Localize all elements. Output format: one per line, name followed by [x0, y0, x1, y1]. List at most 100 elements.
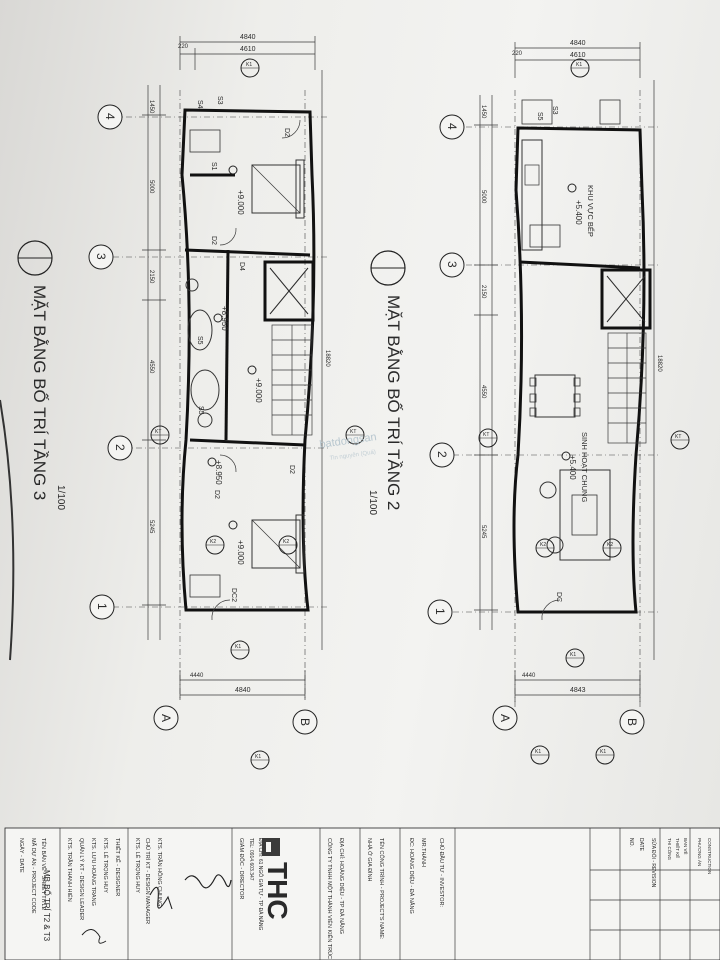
grid-bubble-a-f2: A [492, 705, 518, 731]
grid-bubble-3-f3: 3 [88, 244, 114, 270]
svg-text:B: B [625, 718, 639, 726]
section-tag: KT [670, 430, 690, 450]
tb-chief-name: KTS. LÊ TRỌNG HUY [134, 838, 142, 893]
dim-side-c-f3: 2150 [148, 270, 154, 284]
room-dc2: DC2 [230, 588, 237, 602]
room-d2d: D2 [288, 465, 295, 474]
label-kitchen-f2: KHU VỰC BẾP [586, 185, 596, 237]
floor2-plan: 1450 5000 2150 4550 5245 18820 [440, 80, 662, 710]
svg-text:1: 1 [433, 608, 447, 615]
dim-left-top-f2: 220 [512, 51, 523, 57]
svg-text:2: 2 [435, 451, 449, 458]
tb-company-full: CÔNG TY TNHH MỘT THÀNH VIÊN KIẾN TRÚC [326, 838, 334, 959]
svg-text:4: 4 [103, 113, 117, 120]
tb-stage-1: THIẾT KẾ [675, 838, 681, 858]
grid-bubble-3-f2: 3 [439, 252, 465, 278]
svg-text:3: 3 [94, 253, 108, 260]
tb-drafter1: KTS. LƯU HOÀNG TRANG [90, 838, 97, 906]
tb-stage-3: PHƯƠNG ÁN [697, 838, 703, 866]
grid-bubble-2-f3: 2 [107, 435, 133, 461]
title-block: NGÀY - DATE MÃ DỰ ÁN - PROJECT CODE TÊN … [4, 827, 720, 960]
dim-side-a-f2: 1450 [480, 105, 486, 119]
svg-text:K1: K1 [255, 754, 261, 760]
room-s5-f2: S5 [536, 112, 543, 121]
room-d2b: D2 [210, 236, 217, 245]
tb-sheet-label: TÊN BẢN VẼ - SHEET TITLE [40, 838, 48, 911]
dim-bottom-overall-f3: 4840 [235, 687, 251, 694]
svg-text:B: B [298, 718, 312, 726]
tb-director-label: GIÁM ĐỐC - DIRECTOR [238, 838, 245, 899]
dim-side-d-f2: 4550 [480, 385, 486, 399]
bottom-dimension-floor2: 4440 4843 [514, 670, 641, 702]
room-d2a: D2 [283, 128, 290, 137]
grid-bubble-1-f3: 1 [89, 594, 115, 620]
svg-text:K1: K1 [235, 644, 241, 650]
dim-inner-top-f2: 4610 [570, 52, 586, 59]
grid-bubble-b-f2: B [619, 709, 645, 735]
section-tag: K1 [250, 750, 270, 770]
tb-stage-2: BAN VẼ [683, 838, 689, 855]
floor3-plan: 1450 5000 2150 4550 5245 18820 [100, 70, 330, 700]
dim-inner-top-f3: 4610 [240, 46, 256, 53]
floor3-title-block: MẶT BẰNG BỐ TRÍ TẦNG 3 1/100 [17, 240, 66, 510]
section-tag: K2 [535, 538, 555, 558]
svg-text:3: 3 [445, 261, 459, 268]
tb-stage-0: THI CÔNG [667, 838, 673, 860]
svg-text:KT: KT [483, 432, 489, 438]
company-logo: THC [262, 838, 293, 920]
tb-drafter2: KTS. TRẦN THANH HIỂN [66, 838, 73, 902]
grid-bubble-4-f2: 4 [439, 114, 465, 140]
floor3-title: MẶT BẰNG BỐ TRÍ TẦNG 3 [30, 285, 50, 500]
svg-text:A: A [498, 714, 512, 722]
section-tag: K1 [565, 648, 585, 668]
top-dimension-floor3: 4840 4610 220 [178, 34, 316, 70]
logo-text: THC [262, 862, 293, 920]
tb-investor-label: CHỦ ĐẦU TƯ - INVESTOR: [438, 838, 445, 907]
grid-bubble-b-f3: B [292, 709, 318, 735]
tb-date-label: NGÀY - DATE [18, 838, 25, 873]
bottom-dimension-floor3: 4440 4840 [179, 670, 306, 700]
tb-sheet-title: MB BỐ TRÍ T2 & T3 [42, 870, 52, 942]
tb-rev-no: NO. [628, 838, 634, 847]
tb-designer-name: KTS. LÊ TRỌNG HUY [102, 838, 110, 893]
dim-overall-top-f3: 4840 [240, 34, 256, 41]
section-tag: K1 [570, 58, 590, 78]
section-tag: KT [150, 425, 170, 445]
dim-side-b-f2: 5000 [480, 190, 486, 204]
dim-side-e-f2: 5245 [480, 525, 486, 539]
room-d4: D4 [238, 262, 245, 271]
watermark: batdongsan [319, 431, 378, 451]
dim-bottom-overall-f2: 4843 [570, 687, 586, 694]
section-tag: K2 [278, 535, 298, 555]
svg-text:K2: K2 [540, 542, 546, 548]
dim-bottom-a-f3: 4440 [190, 673, 204, 679]
tb-phone: TEL: 0914.603.347 [248, 838, 254, 881]
top-dimension-floor2: 4840 4610 220 [512, 40, 641, 78]
room-s5a: S5 [196, 336, 203, 345]
svg-text:K1: K1 [576, 62, 582, 68]
label-living-f2: SINH HOẠT CHUNG [580, 432, 589, 502]
room-dc-f2: DC [555, 592, 562, 602]
dim-side-c-f2: 2150 [480, 285, 486, 299]
floor2-scale: 1/100 [367, 490, 378, 515]
svg-text:K1: K1 [535, 749, 541, 755]
dim-side-b-f3: 5000 [148, 180, 154, 194]
svg-text:KT: KT [155, 429, 161, 435]
section-tag: KT [478, 428, 498, 448]
grid-bubble-4-f3: 4 [97, 104, 123, 130]
level-kitchen-f2: +5.400 [574, 200, 583, 225]
tb-code-label: MÃ DỰ ÁN - PROJECT CODE [30, 838, 37, 914]
svg-text:A: A [159, 714, 173, 722]
dim-side-d-f3: 4550 [148, 360, 154, 374]
level-living-f2: +5.400 [568, 455, 577, 480]
section-tag: K2 [602, 538, 622, 558]
tb-rev-header: SỬA ĐỔI - REVISION [650, 838, 657, 888]
section-tag: K2 [205, 535, 225, 555]
svg-text:K2: K2 [210, 539, 216, 545]
svg-text:K1: K1 [600, 749, 606, 755]
svg-text:K2: K2 [283, 539, 289, 545]
svg-text:K1: K1 [246, 62, 252, 68]
level-bed-bottom-f3: +9.000 [236, 540, 245, 565]
room-s3-f2: S3 [551, 106, 558, 115]
